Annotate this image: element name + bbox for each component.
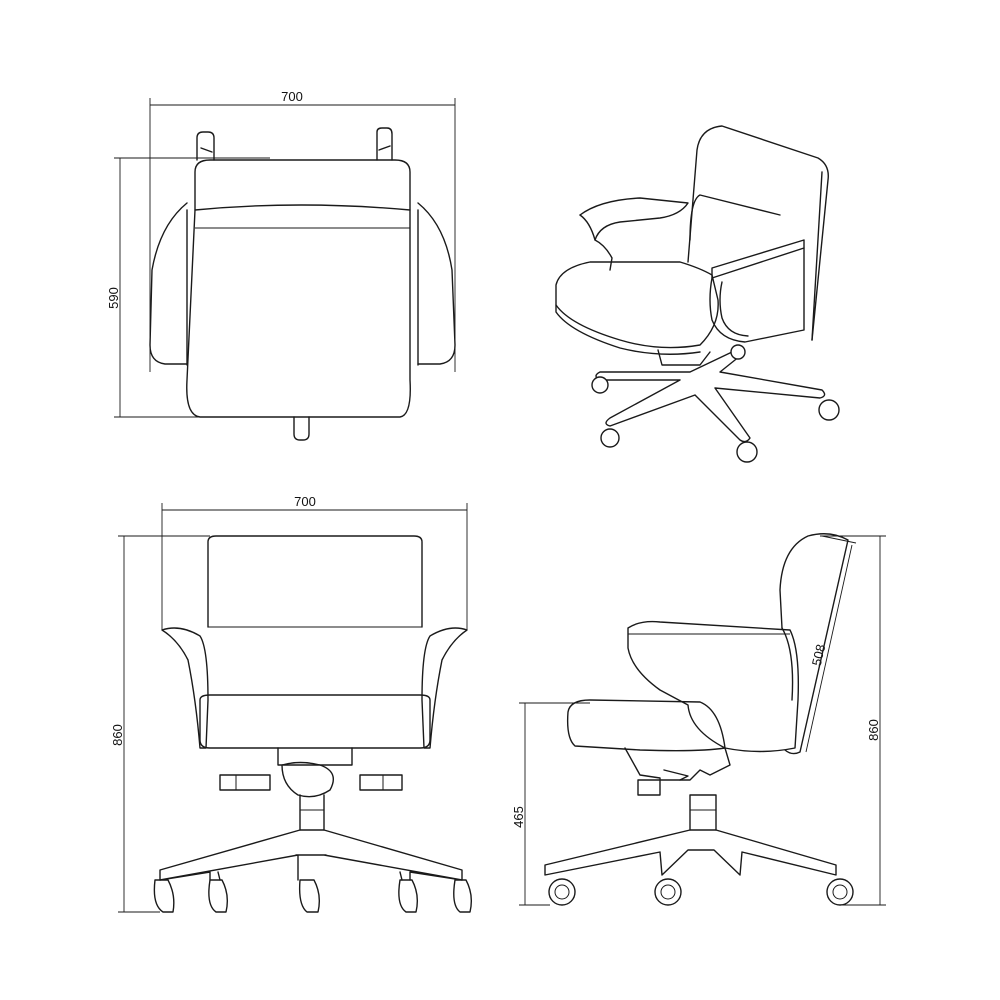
top-view-rear-casters xyxy=(196,127,393,161)
perspective-right-armrest xyxy=(711,239,805,279)
side-view-caster xyxy=(654,878,682,906)
front-view-right-armrest xyxy=(421,627,468,749)
top-view-seat xyxy=(186,204,411,418)
front-view-height-dimension: 860 xyxy=(110,535,210,913)
side-view-seat-height-label: 465 xyxy=(511,806,526,828)
side-view: 860 465 508 xyxy=(511,533,886,906)
side-view-backrest xyxy=(779,533,849,755)
side-view-seat-height-dimension: 465 xyxy=(511,702,590,906)
side-view-armrest xyxy=(627,620,799,753)
front-view-width-dimension: 700 xyxy=(161,494,468,630)
front-view-gas-lift xyxy=(299,794,325,831)
top-view-depth-dimension: 590 xyxy=(106,157,280,418)
side-view-mechanism xyxy=(624,747,731,796)
perspective-view xyxy=(555,125,840,463)
side-view-gas-lift xyxy=(689,794,717,831)
top-view-width-dimension: 700 xyxy=(149,89,456,372)
perspective-caster xyxy=(736,441,758,463)
perspective-backrest xyxy=(687,125,829,341)
front-view-seat xyxy=(199,694,431,749)
top-view-right-armrest xyxy=(417,202,456,365)
side-view-backrest-dimension: 508 xyxy=(805,535,857,753)
top-view-front-caster xyxy=(293,416,310,441)
top-view-width-label: 700 xyxy=(281,89,303,104)
perspective-caster xyxy=(730,344,746,360)
side-view-base xyxy=(544,829,837,876)
side-view-seat xyxy=(566,699,726,752)
front-view-casters xyxy=(153,879,473,913)
perspective-base xyxy=(595,350,826,443)
perspective-caster xyxy=(818,399,840,421)
side-view-caster xyxy=(548,878,576,906)
top-view: 700 590 xyxy=(106,89,456,441)
front-view-backrest xyxy=(207,535,423,628)
perspective-caster xyxy=(591,376,609,394)
side-view-height-dimension: 860 xyxy=(820,535,886,906)
perspective-left-armrest xyxy=(579,197,689,271)
front-view-base xyxy=(159,829,463,881)
front-view-mechanism xyxy=(277,747,353,766)
top-view-left-armrest xyxy=(149,202,188,365)
top-view-depth-label: 590 xyxy=(106,287,121,309)
side-view-caster xyxy=(826,878,854,906)
front-view-width-label: 700 xyxy=(294,494,316,509)
perspective-gas-lift xyxy=(657,349,711,366)
front-view-left-armrest xyxy=(161,627,209,749)
front-view-height-label: 860 xyxy=(110,724,125,746)
top-view-backrest xyxy=(194,159,411,211)
side-view-height-label: 860 xyxy=(866,719,881,741)
perspective-seat xyxy=(555,261,719,349)
perspective-caster xyxy=(600,428,620,448)
front-view: 700 860 xyxy=(110,494,473,913)
